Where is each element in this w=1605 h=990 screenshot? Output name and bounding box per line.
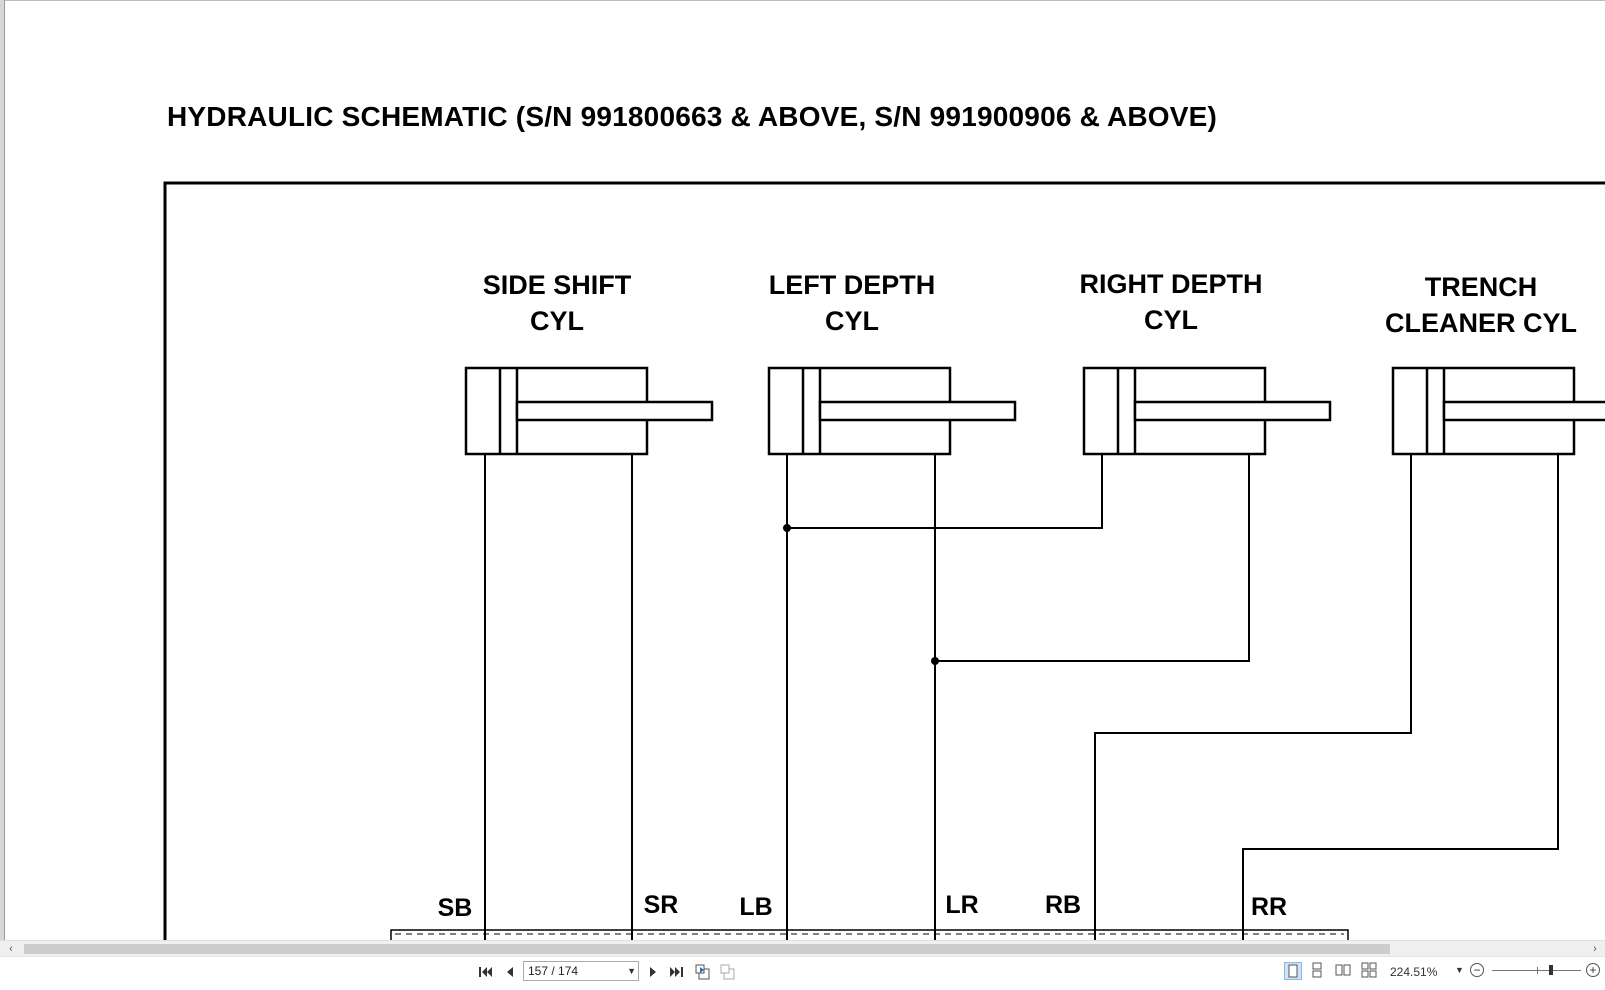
valve-block-outline (390, 929, 1349, 940)
page-title: HYDRAULIC SCHEMATIC (S/N 991800663 & ABO… (167, 101, 1218, 132)
hydraulic-schematic: SIDE SHIFT CYL LEFT DEPTH CYL RIGHT DEPT… (163, 181, 1605, 940)
side-shift-cylinder (464, 366, 714, 456)
next-view-icon[interactable] (717, 961, 739, 983)
cylinder-label-1b: CYL (530, 306, 584, 336)
horizontal-scrollbar[interactable]: ‹ › (0, 940, 1605, 957)
cylinder-label-3a: RIGHT DEPTH (1079, 269, 1262, 299)
previous-page-icon[interactable] (499, 961, 521, 983)
page-number-field[interactable]: ▼ (523, 961, 639, 981)
drawing-frame (163, 181, 1605, 940)
first-page-icon[interactable] (474, 961, 496, 983)
port-label-lr: LR (945, 891, 978, 919)
zoom-slider-thumb[interactable] (1549, 965, 1553, 975)
left-depth-cylinder (767, 366, 1017, 456)
page-dropdown-icon[interactable]: ▼ (627, 966, 636, 976)
page-number-input[interactable] (528, 963, 616, 979)
single-page-view-icon[interactable] (1284, 962, 1302, 980)
port-label-rb: RB (1045, 891, 1081, 919)
zoom-slider-track[interactable] (1492, 970, 1581, 971)
port-label-rr: RR (1251, 893, 1287, 921)
zoom-level[interactable]: 224.51% (1390, 965, 1438, 979)
zoom-out-icon[interactable]: − (1470, 963, 1484, 977)
port-label-sr: SR (644, 891, 679, 919)
zoom-dropdown-icon[interactable]: ▼ (1455, 965, 1464, 975)
viewport-top-edge (0, 0, 1605, 1)
viewer-toolbar: ▼ 224.51% ▼ − + (0, 956, 1605, 988)
hydraulic-lines (484, 454, 1559, 940)
cylinder-label-4a: TRENCH (1425, 272, 1538, 302)
page-left-edge (0, 0, 5, 940)
zoom-in-icon[interactable]: + (1586, 963, 1600, 977)
cylinder-label-3b: CYL (1144, 305, 1198, 335)
previous-view-icon[interactable] (692, 961, 714, 983)
cylinder-label-4b: CLEANER CYL (1385, 308, 1577, 338)
port-label-lb: LB (739, 893, 772, 921)
next-page-icon[interactable] (642, 961, 664, 983)
document-viewport[interactable]: HYDRAULIC SCHEMATIC (S/N 991800663 & ABO… (0, 0, 1605, 940)
scroll-left-arrow-icon[interactable]: ‹ (9, 943, 13, 955)
junction-dot-2 (931, 657, 939, 665)
continuous-facing-view-icon[interactable] (1360, 962, 1378, 980)
last-page-icon[interactable] (666, 961, 688, 983)
cylinder-label-2a: LEFT DEPTH (769, 270, 936, 300)
trench-cleaner-cylinder (1391, 366, 1605, 456)
cylinder-label-1a: SIDE SHIFT (483, 270, 632, 300)
continuous-view-icon[interactable] (1308, 962, 1326, 980)
horizontal-scrollbar-thumb[interactable] (24, 944, 1390, 954)
scroll-right-arrow-icon[interactable]: › (1593, 943, 1597, 955)
facing-view-icon[interactable] (1334, 962, 1352, 980)
cylinder-label-2b: CYL (825, 306, 879, 336)
zoom-slider-tick (1537, 967, 1538, 974)
port-label-sb: SB (438, 894, 473, 922)
junction-dot-1 (783, 524, 791, 532)
right-depth-cylinder (1082, 366, 1332, 456)
